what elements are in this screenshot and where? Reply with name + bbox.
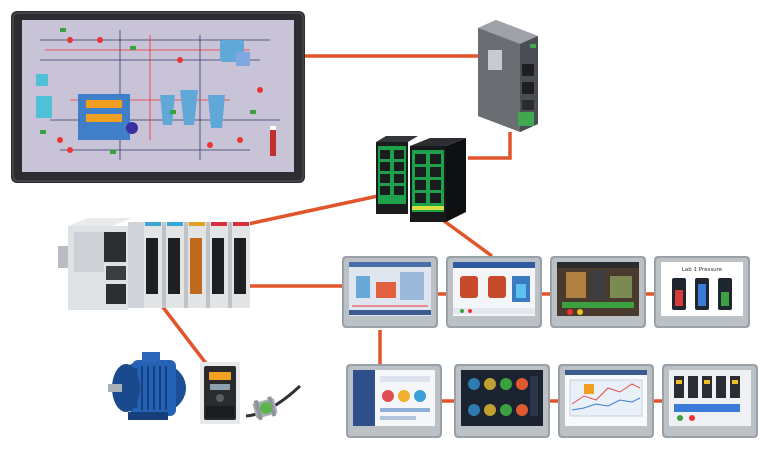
hmi-gauges-title: Lab 1 Pressure — [682, 267, 723, 273]
cable-gateway-switch — [468, 132, 512, 160]
hmi-panel-tanks-icon — [446, 256, 542, 328]
plc-io-modules — [128, 222, 250, 308]
hmi-panel-meters-icon — [454, 364, 550, 438]
hmi-panel-gauges-icon: Lab 1 Pressure — [654, 256, 750, 328]
electric-motor-icon — [108, 352, 186, 420]
hmi-panel-process-icon — [342, 256, 438, 328]
hmi-panel-trend-icon — [558, 364, 654, 438]
network-cables — [160, 54, 665, 403]
din-rail-gateway-icon — [478, 20, 538, 132]
hmi-panel-dashboard-icon — [346, 364, 442, 438]
monitor-screen — [22, 20, 294, 172]
proximity-sensor-icon — [245, 384, 302, 421]
hmi-panel-controls-icon — [662, 364, 758, 438]
cable-switch-plc — [247, 194, 379, 226]
hmi-panel-machine-icon — [550, 256, 646, 328]
modular-plc-rack-icon — [58, 218, 250, 310]
industrial-monitor-icon — [11, 11, 305, 183]
variable-frequency-drive-icon — [200, 362, 240, 424]
ethernet-switch-icon — [376, 136, 466, 222]
cable-switch-hmi — [438, 216, 494, 258]
cable-plc-vfd — [160, 304, 210, 368]
